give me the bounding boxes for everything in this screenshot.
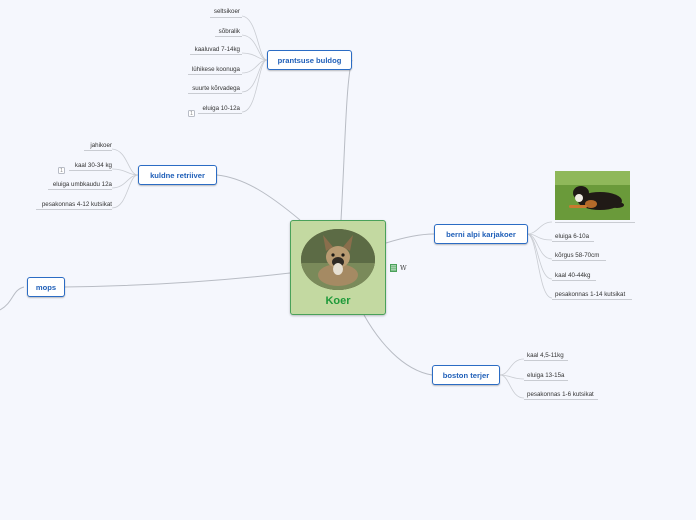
leaf-pesakond[interactable]: pesakonnas 1-14 kutsikat [555, 291, 626, 298]
leaf-korgus[interactable]: kõrgus 58-70cm [555, 252, 600, 259]
leaf-eluiga[interactable]: eluiga umbkaudu 12a [52, 181, 112, 188]
leaf-koon[interactable]: lühikese koonuga [191, 66, 240, 73]
leaf-kaal[interactable]: kaal 30-34 kg [74, 162, 112, 169]
french-bulldog-photo [301, 229, 375, 290]
leaf-underline [552, 260, 606, 261]
bernese-mountain-dog-photo[interactable] [555, 171, 630, 220]
topic-berni-alpi-karjakoer[interactable]: berni alpi karjakoer [434, 224, 528, 244]
central-topic[interactable]: Koer [290, 220, 386, 315]
leaf-kaal[interactable]: kaal 4,5-11kg [527, 352, 564, 359]
leaf-underline [552, 280, 596, 281]
leaf-underline [84, 150, 112, 151]
leaf-pesakond[interactable]: pesakonnas 1-6 kutsikat [527, 391, 594, 398]
leaf-eluiga[interactable]: eluiga 13-15a [527, 372, 565, 379]
leaf-underline [524, 380, 568, 381]
leaf-underline [552, 299, 632, 300]
leaf-kaal[interactable]: kaaluvad 7-14kg [194, 46, 240, 53]
leaf-underline [552, 241, 594, 242]
attachment-badge[interactable]: 1 [58, 167, 65, 174]
leaf-underline [190, 54, 242, 55]
notes-icon[interactable] [390, 264, 397, 272]
leaf-underline [198, 113, 242, 114]
leaf-underline [48, 189, 112, 190]
notes-letter: W [400, 264, 407, 272]
leaf-kaal[interactable]: kaal 40-44kg [555, 272, 591, 279]
leaf-jahikoer[interactable]: jahikoer [90, 142, 112, 149]
leaf-underline [36, 209, 112, 210]
leaf-underline [524, 399, 598, 400]
leaf-underline [188, 74, 242, 75]
leaf-underline [555, 222, 635, 223]
topic-boston-terjer[interactable]: boston terjer [432, 365, 500, 385]
leaf-seltsikoer[interactable]: seltsikoer [213, 8, 240, 15]
central-topic-title: Koer [325, 295, 351, 307]
leaf-sobralik[interactable]: sõbralik [218, 28, 240, 35]
leaf-underline [210, 17, 242, 18]
leaf-eluiga[interactable]: eluiga 10-12a [202, 105, 241, 112]
topic-kuldne-retriiver[interactable]: kuldne retriiver [138, 165, 217, 185]
leaf-eluiga[interactable]: eluiga 6-10a [555, 233, 590, 240]
leaf-underline [524, 360, 568, 361]
leaf-pesakond[interactable]: pesakonnas 4-12 kutsikat [41, 201, 112, 208]
leaf-underline [69, 170, 112, 171]
leaf-korvad[interactable]: suurte kõrvadega [192, 85, 240, 92]
leaf-underline [215, 36, 242, 37]
topic-mops[interactable]: mops [27, 277, 65, 297]
attachment-badge[interactable]: 1 [188, 110, 195, 117]
leaf-underline [188, 93, 242, 94]
topic-prantsuse-buldog[interactable]: prantsuse buldog [267, 50, 352, 70]
